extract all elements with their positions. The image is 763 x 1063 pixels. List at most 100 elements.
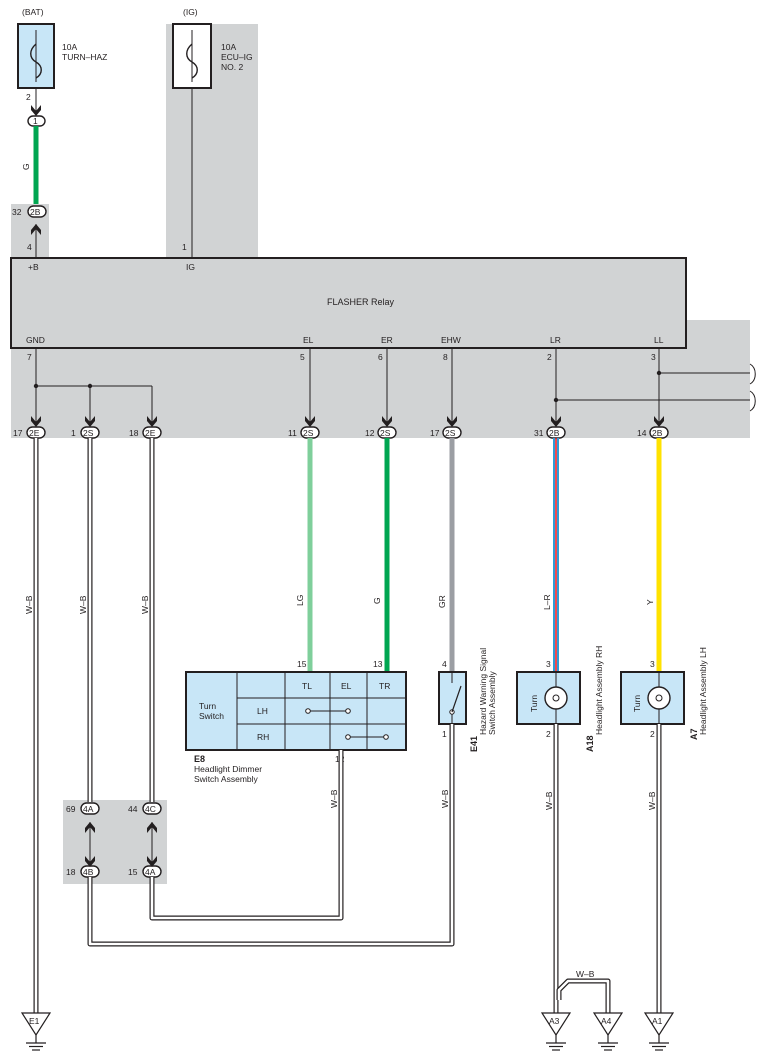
bat-fuse: (BAT) 10A TURN–HAZ 2 [17,7,107,102]
wire-label-gr: GR [437,595,447,608]
conn-pin-6: 17 [430,428,440,438]
junction-dots [33,370,662,403]
a18-lamp: Turn [529,695,539,712]
pin-el: 5 [300,352,305,362]
pin-er: 6 [378,352,383,362]
wire-label-lr: L–R [542,594,552,610]
e8-pin-tl: 15 [297,659,307,669]
wire-label-lg: LG [295,595,305,606]
relay-plus-b: +B [28,262,39,272]
conn-code-4: 2S [303,428,314,438]
bat-fuse-amp: 10A [62,42,77,52]
pin-gnd: 7 [27,352,32,362]
ll-code-4: 4A [145,867,156,877]
turn-switch-e8: 15 13 Turn Switch TL EL TR LH RH 12 E8 H… [185,659,407,784]
e41-name2: Switch Assembly [487,670,497,735]
ground-a1-label: A1 [652,1016,663,1026]
wire-label-wb2: W–B [78,595,88,614]
relay-output-lines [35,348,756,426]
hazard-switch-e41: 4 1 E41 Hazard Warning Signal Switch Ass… [438,648,497,752]
ig-fuse-name2: NO. 2 [221,62,243,72]
ig-fuse-name1: ECU–IG [221,52,253,62]
conn-code-6: 2S [445,428,456,438]
ground-e1: E1 [21,1012,51,1051]
wire-label-wb3: W–B [140,595,150,614]
conn-pin-1: 17 [13,428,23,438]
e8-title1: Turn [199,701,216,711]
terminal-el: EL [303,335,314,345]
ig-fuse: (IG) 10A ECU–IG NO. 2 1 [172,7,253,258]
a7-pin-bottom: 2 [650,729,655,739]
a18-name: Headlight Assembly RH [594,646,604,735]
a7-id: A7 [689,728,699,740]
wire-label-wb-a7: W–B [647,791,657,810]
ll-pin-3: 44 [128,804,138,814]
flasher-relay: +B IG FLASHER Relay GND EL ER EHW LR LL … [10,257,687,362]
e8-id: E8 [194,754,205,764]
pin-lr: 2 [547,352,552,362]
e8-name1: Headlight Dimmer [194,764,262,774]
e8-row-lh: LH [257,706,268,716]
wb-wires-left [33,438,155,1015]
conn-pin-2: 1 [71,428,76,438]
ig-fuse-amp: 10A [221,42,236,52]
e8-col-tl: TL [302,681,312,691]
ground-a3: A3 [541,1012,571,1051]
pin-ehw: 8 [443,352,448,362]
conn-code-7: 2B [549,428,560,438]
relay-ig: IG [186,262,195,272]
conn-code-8: 2B [652,428,663,438]
e8-pin-tr: 13 [373,659,383,669]
headlight-rh-a18: 3 Turn 2 A18 Headlight Assembly RH [516,646,604,752]
e41-pin-top: 4 [442,659,447,669]
headlight-lh-a7: 3 Turn 2 A7 Headlight Assembly LH [620,647,708,740]
conn-pin-5: 12 [365,428,375,438]
terminal-ll: LL [654,335,664,345]
e8-title2: Switch [199,711,224,721]
wire-label-wb-e41: W–B [440,789,450,808]
conn-pin-7: 31 [534,428,544,438]
relay-title: FLASHER Relay [327,297,395,307]
wire-label-wb-a18: W–B [544,791,554,810]
terminal-lr: LR [550,335,561,345]
wb-return-wires [87,724,662,1013]
ground-a4-label: A4 [601,1016,612,1026]
colored-wires [307,438,662,672]
c2b-pin: 32 [12,207,22,217]
terminal-gnd: GND [26,335,45,345]
c2b-below-pin: 4 [27,242,32,252]
a18-pin-bottom: 2 [546,729,551,739]
conn-code-3: 2E [145,428,156,438]
ground-a1: A1 [644,1012,674,1051]
ll-pin-1: 69 [66,804,76,814]
conn-pin-4: 11 [288,428,297,438]
a7-name: Headlight Assembly LH [698,647,708,735]
conn-code-2: 2S [83,428,94,438]
conn-code-5: 2S [380,428,391,438]
wire-label-g-top: G [21,163,31,170]
bat-fuse-pin: 2 [26,92,31,102]
e8-col-tr: TR [379,681,390,691]
a18-pin-top: 3 [546,659,551,669]
e8-row-rh: RH [257,732,269,742]
bat-feed: 1 G 2B 32 4 [12,88,47,258]
e8-name2: Switch Assembly [194,774,259,784]
ll-pin-4: 15 [128,867,138,877]
ll-code-1: 4A [83,804,94,814]
conn-pin-3: 18 [129,428,139,438]
conn-pin-8: 14 [637,428,647,438]
wire-label-g: G [372,597,382,604]
wire-label-wb-bridge: W–B [576,969,595,979]
lower-left-connectors: 4A 69 4B 18 4C 44 4A 15 [66,802,162,878]
e8-col-el: EL [341,681,352,691]
ground-a4: A4 [593,1012,623,1051]
wire-label-wb-e8: W–B [329,789,339,808]
wire-label-wb1: W–B [24,595,34,614]
e41-id: E41 [469,736,479,752]
terminal-er: ER [381,335,393,345]
ig-label: (IG) [183,7,198,17]
ll-code-3: 4C [145,804,156,814]
a7-lamp: Turn [632,695,642,712]
bat-label: (BAT) [22,7,44,17]
